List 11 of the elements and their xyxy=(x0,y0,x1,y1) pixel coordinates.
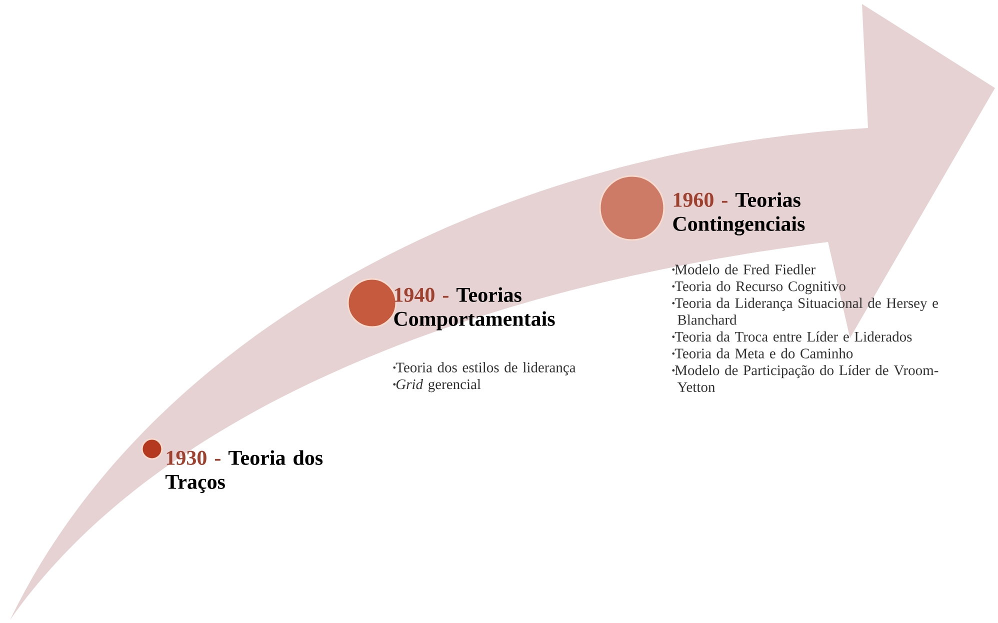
node-label: Teoria da Troca entre Líder e Liderados xyxy=(674,331,912,342)
bullet-list: Teoria dos estilos de liderança Grid gerencial xyxy=(393,362,576,392)
node-label: Modelo de Participação do Líder de Vroom-Yetton xyxy=(675,364,938,392)
milestone-heading: 1940 - Teorias Comportamentais xyxy=(394,287,555,330)
node-label: Teoria do Recurso Cognitivo xyxy=(674,280,846,294)
milestone-heading: 1930 - Teoria dos Traços xyxy=(166,450,323,494)
node-label: Modelo de Fred Fiedler xyxy=(675,264,816,274)
bullet-list: Modelo de Fred Fiedler Teoria do Recurso Cognitivo Teoria da Liderança Situacional de Hersey e Blanchard Teoria da Troca entre Líder e Liderados Teoria da Meta e do Caminho Modelo de Participação do Líder de Vroom-Yetton xyxy=(672,264,938,392)
node-label: Teoria da Liderança Situacional de Hersey e Blanchard xyxy=(674,298,938,325)
node-label: Teoria da Meta e do Caminho xyxy=(674,348,853,358)
milestone-heading: 1960 - Teorias Contingenciais xyxy=(673,192,805,236)
